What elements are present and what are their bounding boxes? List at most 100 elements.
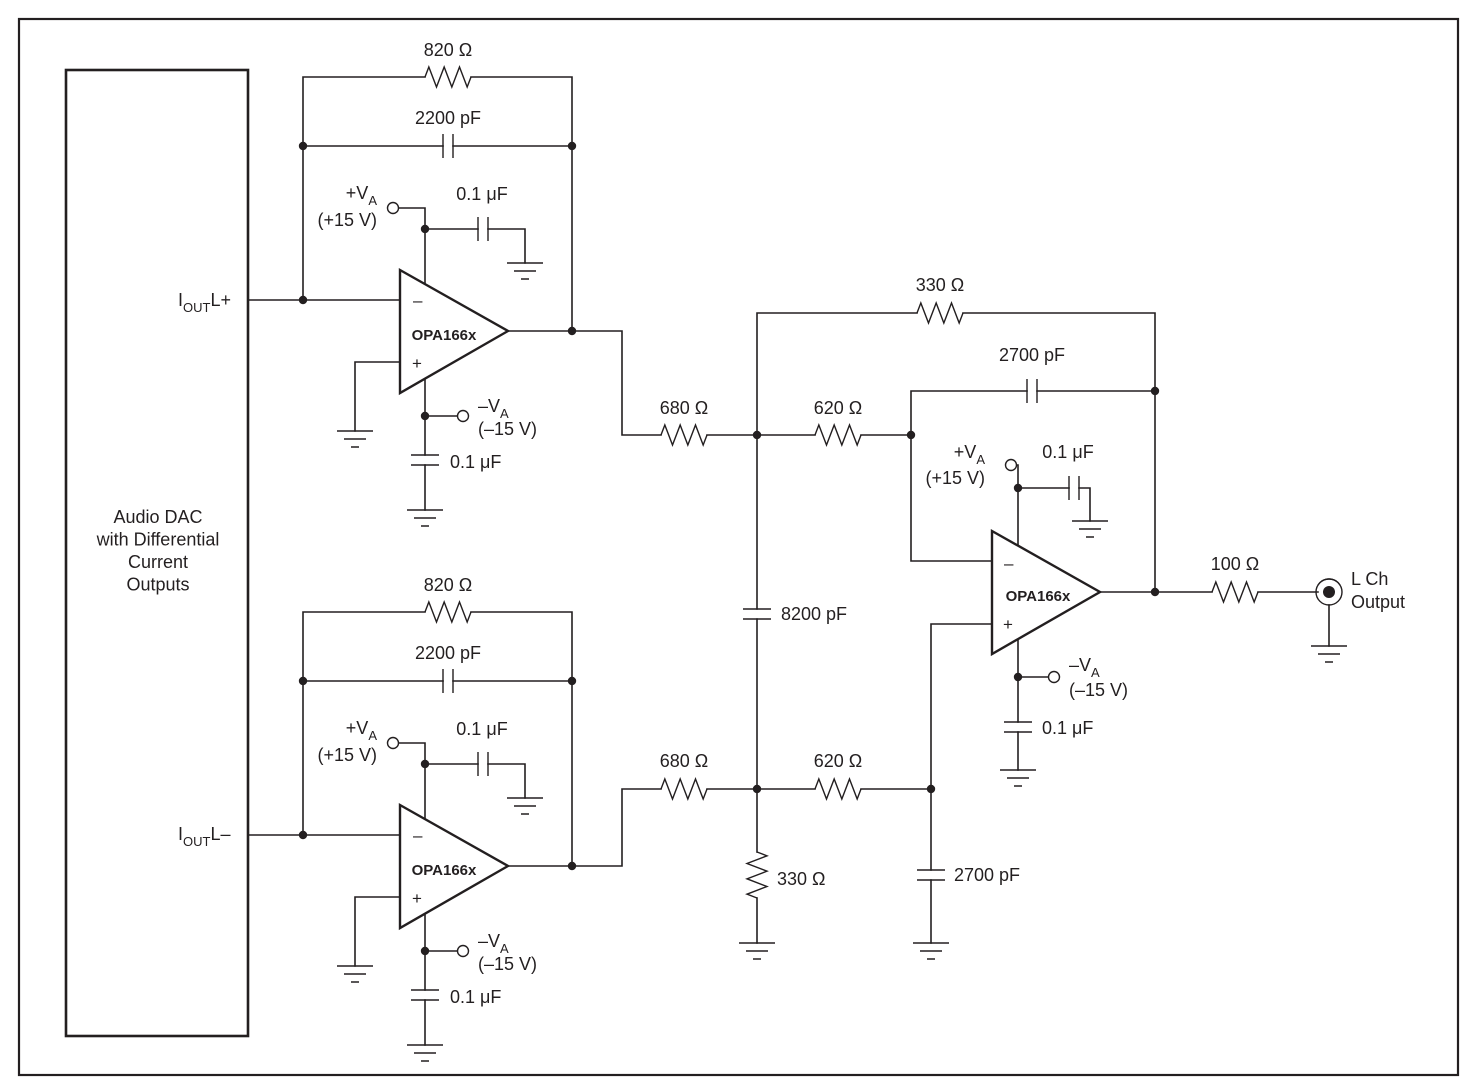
vneg-label: –VA [478, 396, 509, 421]
feedback-wire [302, 611, 426, 836]
ground-wire [354, 361, 401, 432]
junction-dot [420, 411, 430, 421]
junction-dot [420, 224, 430, 234]
feedback-capacitor [442, 134, 454, 158]
label-main: I [178, 824, 183, 844]
label-main: +V [954, 442, 977, 462]
ground-wire [354, 896, 401, 967]
feedback-resistor [424, 600, 472, 624]
components [64, 65, 1347, 1062]
label-subscript: A [368, 728, 377, 743]
resistor-620-top-label: 620 Ω [814, 398, 863, 418]
ground-symbol [407, 1044, 443, 1062]
label-subscript: A [500, 941, 509, 956]
junction-dot [752, 784, 762, 794]
junction-dot [926, 784, 936, 794]
label-subscript: A [500, 406, 509, 421]
label-subscript: OUT [183, 834, 211, 849]
resistor-680-bottom-label: 680 Ω [660, 751, 709, 771]
junction-dot [1150, 587, 1160, 597]
opamp-label: OPA166x [412, 327, 477, 344]
vpos-label: +VA [346, 183, 378, 208]
vpos-cap-label: 0.1 μF [1042, 442, 1093, 462]
dac-label-line: Audio DAC [113, 507, 202, 527]
capacitor-2700-ground-label: 2700 pF [954, 865, 1020, 885]
ground-symbol [507, 262, 543, 280]
opamp-label: OPA166x [412, 862, 477, 879]
resistor-620-top [814, 423, 862, 447]
label-suffix: L– [210, 824, 230, 844]
ground-symbol [337, 965, 373, 983]
output-label-line1: L Ch [1351, 569, 1388, 589]
junction-dot [298, 676, 308, 686]
resistor-100-output [1211, 580, 1259, 604]
feedback-resistor [424, 65, 472, 89]
feedback-cap-label: 2200 pF [415, 643, 481, 663]
vpos-wire [398, 742, 426, 821]
feedback-resistor-label: 820 Ω [424, 575, 473, 595]
capacitor-8200-label: 8200 pF [781, 604, 847, 624]
bypass-wire [487, 228, 526, 264]
resistor-620-bottom [814, 777, 862, 801]
filter-wire [571, 330, 662, 436]
label-subscript: A [1091, 665, 1100, 680]
junction-dot [906, 430, 916, 440]
capacitor-2700-feedback [1026, 379, 1038, 403]
dac-label-line: with Differential [96, 530, 220, 550]
figure-frame [17, 17, 1460, 1077]
inverting-input-sign: – [1004, 554, 1014, 573]
vpos-terminal [386, 736, 400, 750]
vpos-bypass-capacitor [477, 752, 489, 776]
vneg-terminal [1047, 670, 1061, 684]
feedback-resistor-label: 820 Ω [424, 40, 473, 60]
ground-symbol [507, 797, 543, 815]
ground-symbol [913, 942, 949, 960]
bypass-wire [1078, 487, 1091, 522]
junction-dot [567, 141, 577, 151]
vpos-label: +VA [954, 442, 986, 467]
filter-wire [930, 623, 993, 790]
dac-label-line: Current [128, 552, 188, 572]
output-connector-pin [1323, 586, 1335, 598]
label-main: +V [346, 183, 369, 203]
vneg-terminal [456, 944, 470, 958]
feedback-wire [470, 76, 573, 332]
vpos-wire [1016, 464, 1019, 546]
vneg-cap-label: 0.1 μF [1042, 718, 1093, 738]
vneg-bypass-capacitor [1004, 721, 1032, 733]
resistor-680-top-label: 680 Ω [660, 398, 709, 418]
junction-dot [1013, 672, 1023, 682]
label-main: –V [1069, 655, 1091, 675]
vpos-terminal [1004, 458, 1018, 472]
wires [247, 76, 1330, 1046]
ground-symbol [1072, 520, 1108, 538]
junction-dot [1013, 483, 1023, 493]
junction-dots [298, 141, 1160, 956]
resistor-620-bottom-label: 620 Ω [814, 751, 863, 771]
vpos-wire [398, 207, 426, 286]
noninverting-input-sign: + [1003, 615, 1013, 634]
vpos-bypass-capacitor [1068, 476, 1080, 500]
opamp-stage1_top [398, 267, 511, 396]
junction-dot [298, 141, 308, 151]
label-main: –V [478, 396, 500, 416]
label-suffix: L+ [210, 290, 231, 310]
resistor-330-shunt [745, 851, 769, 899]
vneg-label: –VA [478, 931, 509, 956]
feedback-wire [910, 390, 1028, 436]
capacitor-2700-feedback-label: 2700 pF [999, 345, 1065, 365]
ground-symbol [407, 509, 443, 527]
label-subscript: A [976, 452, 985, 467]
resistor-330-feedback-label: 330 Ω [916, 275, 965, 295]
junction-dot [752, 430, 762, 440]
capacitor-2700-ground [917, 869, 945, 881]
feedback-wire [756, 312, 918, 436]
ground-symbol [739, 942, 775, 960]
vpos-value: (+15 V) [317, 210, 377, 230]
filter-wire [571, 788, 662, 867]
vpos-value: (+15 V) [317, 745, 377, 765]
junction-dot [298, 295, 308, 305]
